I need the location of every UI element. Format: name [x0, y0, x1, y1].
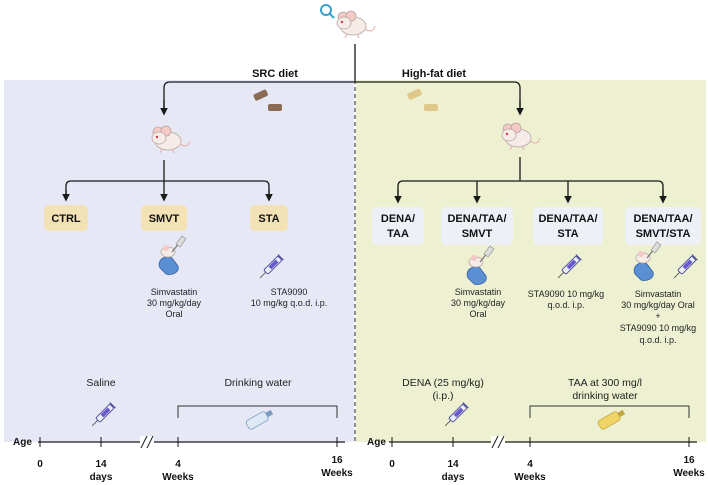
timeline-tick-label: 4 — [175, 459, 181, 470]
treatment-period-bracket-left — [177, 405, 338, 418]
induction-label-dena: DENA (25 mg/kg) — [402, 377, 484, 389]
treatment-text-combo: q.o.d. i.p. — [639, 335, 676, 345]
induction-label-taa: drinking water — [572, 390, 638, 402]
group-box-smvt — [141, 205, 187, 231]
mouse-icon — [336, 10, 376, 39]
treatment-text-smvt: Simvastatin — [151, 287, 198, 297]
water-bottle-icon — [245, 409, 274, 430]
water-bottle-icon — [597, 409, 626, 430]
group-label-ctrl: CTRL — [51, 213, 81, 225]
group-label-dena-taa-sta: STA — [557, 228, 578, 240]
timeline-tick-unit: Weeks — [321, 468, 353, 479]
group-label-dena-taa-smvt-sta: SMVT/STA — [636, 228, 691, 240]
treatment-text-sta: 10 mg/kg q.o.d. i.p. — [251, 298, 328, 308]
diet-split-arrows — [163, 44, 521, 112]
group-box-dena-taa-sta — [533, 207, 603, 245]
timeline-left — [38, 435, 345, 449]
treatment-text-combo: 30 mg/kg/day Oral — [621, 300, 695, 310]
treatment-text-smvt: 30 mg/kg/day — [147, 298, 202, 308]
timeline-tick-unit: Weeks — [162, 472, 194, 483]
group-label-dena-taa: TAA — [387, 228, 409, 240]
group-box-dena-taa-smvt-sta — [625, 207, 701, 245]
timeline-age-label: Age — [367, 437, 386, 448]
group-label-dena-taa-smvt-sta: DENA/TAA/ — [633, 213, 692, 225]
group-box-dena-taa-smvt — [441, 207, 513, 245]
left-panel-background — [4, 80, 354, 442]
treatment-text-dena-taa-sta: STA9090 10 mg/kg — [528, 289, 604, 299]
group-box-ctrl — [44, 205, 88, 231]
treatment-text-dena-taa-sta: q.o.d. i.p. — [547, 300, 584, 310]
timeline-tick-label: 4 — [527, 459, 533, 470]
group-label-dena-taa-smvt: DENA/TAA/ — [447, 213, 506, 225]
induction-label-saline: Saline — [86, 377, 115, 389]
induction-label-drinking-water: Drinking water — [224, 377, 292, 389]
group-label-smvt: SMVT — [149, 213, 180, 225]
food-pellet-icon — [253, 89, 282, 111]
group-label-dena-taa-smvt: SMVT — [462, 228, 493, 240]
timeline-tick-unit: days — [442, 472, 465, 483]
diet-label-right: High-fat diet — [402, 68, 466, 80]
group-box-dena-taa — [372, 207, 424, 245]
right-branch-arrows — [397, 157, 664, 196]
timeline-tick-unit: days — [90, 472, 113, 483]
timeline-tick-label: 16 — [331, 455, 343, 466]
left-branch-arrows — [65, 160, 270, 196]
treatment-text-dena-taa-smvt: 30 mg/kg/day — [451, 298, 506, 308]
timeline-tick-unit: Weeks — [514, 472, 546, 483]
female-symbol-icon — [320, 4, 335, 19]
treatment-text-combo: STA9090 10 mg/kg — [620, 323, 696, 333]
timeline-tick-label: 14 — [95, 459, 107, 470]
diet-label-left: SRC diet — [252, 68, 298, 80]
treatment-text-combo: + — [655, 311, 660, 321]
treatment-text-smvt: Oral — [165, 309, 182, 319]
timeline-tick-label: 16 — [683, 455, 695, 466]
treatment-period-bracket-right — [529, 405, 690, 418]
timeline-age-label: Age — [13, 437, 32, 448]
group-label-dena-taa: DENA/ — [381, 213, 415, 225]
treatment-text-dena-taa-smvt: Simvastatin — [455, 287, 502, 297]
timeline-tick-label: 14 — [447, 459, 459, 470]
group-label-sta: STA — [258, 213, 279, 225]
timeline-tick-label: 0 — [37, 459, 43, 470]
timeline-tick-unit: Weeks — [673, 468, 705, 479]
group-box-sta — [250, 205, 288, 231]
induction-label-taa: TAA at 300 mg/l — [568, 377, 642, 389]
treatment-text-sta: STA9090 — [271, 287, 308, 297]
timeline-right — [389, 435, 697, 449]
treatment-text-combo: Simvastatin — [635, 289, 682, 299]
timeline-tick-label: 0 — [389, 459, 395, 470]
group-label-dena-taa-sta: DENA/TAA/ — [538, 213, 597, 225]
induction-label-dena: (i.p.) — [433, 390, 454, 402]
treatment-text-dena-taa-smvt: Oral — [469, 309, 486, 319]
food-pellet-icon — [407, 88, 438, 111]
